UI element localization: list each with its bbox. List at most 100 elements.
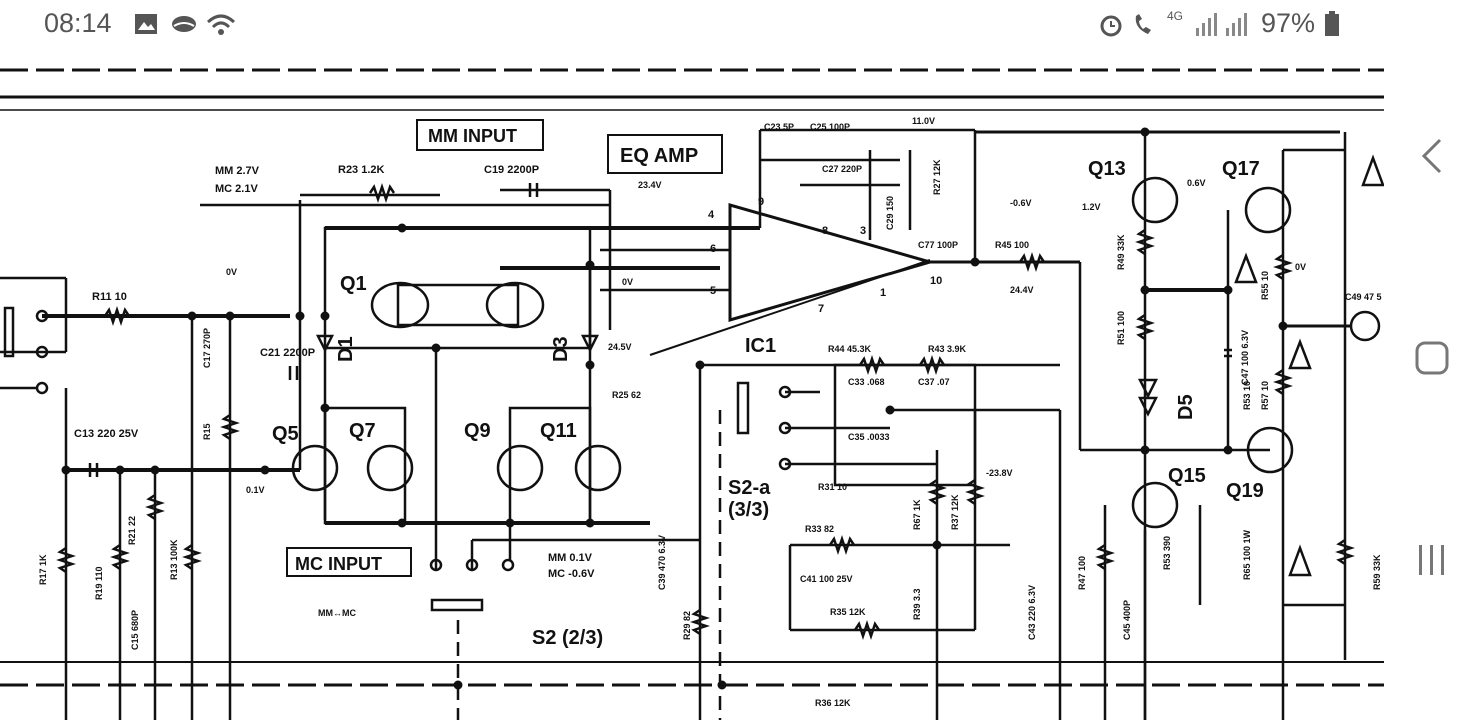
s2-label: S2 (2/3): [532, 627, 603, 649]
component-label: R17 1K: [38, 554, 48, 585]
schematic-drawing: MM INPUT EQ AMP MC INPUT Q1 Q5 Q7 Q9 Q11…: [0, 68, 1384, 720]
voltage-label: 24.4V: [1010, 285, 1034, 295]
ic1-pin-3: 3: [860, 225, 866, 237]
q7-label: Q7: [349, 420, 376, 442]
component-label: R47 100: [1077, 556, 1087, 590]
component-label: C35 .0033: [848, 432, 890, 442]
q19-label: Q19: [1226, 480, 1264, 502]
component-label: C17 270P: [202, 328, 212, 368]
ic1-pin-1: 1: [880, 287, 886, 299]
voltage-label: 1.2V: [1082, 202, 1101, 212]
image-icon: [134, 13, 158, 40]
mm-voltage-note: MM 2.7V: [215, 165, 260, 177]
q9-label: Q9: [464, 420, 491, 442]
component-label: C29 150: [885, 196, 895, 230]
navigation-bar: [1384, 0, 1480, 720]
component-label: R57 10: [1260, 381, 1270, 410]
component-label: R27 12K: [932, 159, 942, 195]
mc-voltage-note: MC 2.1V: [215, 183, 258, 195]
mm-mc-note: MM↔MC: [318, 608, 356, 618]
network-type: 4G: [1167, 9, 1184, 23]
status-time: 08:14: [44, 8, 112, 38]
component-label: C41 100 25V: [800, 574, 853, 584]
component-label: C49 47 5: [1345, 292, 1382, 302]
component-label: R65 100 1W: [1242, 529, 1252, 580]
q15-label: Q15: [1168, 465, 1206, 487]
recents-icon: [1419, 545, 1444, 575]
component-label: R15: [202, 423, 212, 440]
wifi-icon: [206, 12, 236, 43]
battery-icon: [1324, 11, 1340, 42]
component-label: C15 680P: [130, 610, 140, 650]
ic1-pin-6: 6: [710, 243, 716, 255]
component-label: C39 470 6.3V: [657, 535, 667, 590]
component-label: R39 3.3: [912, 588, 922, 620]
d3-label: D3: [550, 336, 572, 362]
s2a-label: S2-a: [728, 477, 771, 499]
ic1-pin-10: 10: [930, 275, 942, 287]
component-label: R13 100K: [169, 539, 179, 580]
component-label: R53 390: [1162, 536, 1172, 570]
ic1-pin-7: 7: [818, 303, 824, 315]
component-label: R11 10: [92, 291, 127, 303]
q17-label: Q17: [1222, 158, 1260, 180]
ic1-pin-5: 5: [710, 285, 716, 297]
mc-input-label: MC INPUT: [295, 554, 382, 574]
component-label: R55 10: [1260, 271, 1270, 300]
component-label: C47 100 6.3V: [1240, 330, 1250, 385]
component-label: R43 3.9K: [928, 344, 967, 354]
back-icon: [1421, 138, 1442, 174]
voltage-label: -0.6V: [1010, 198, 1032, 208]
mm-voltage-note-b: MM 0.1V: [548, 552, 593, 564]
voltage-label: 0.1V: [246, 485, 265, 495]
component-label: R35 12K: [830, 607, 866, 617]
component-label: C45 400P: [1122, 600, 1132, 640]
back-button[interactable]: [1402, 126, 1462, 186]
component-label: R59 33K: [1372, 554, 1382, 590]
ic1-pin-9: 9: [758, 196, 764, 208]
schematic-image[interactable]: MM INPUT EQ AMP MC INPUT Q1 Q5 Q7 Q9 Q11…: [0, 50, 1384, 720]
component-label: C21 2200P: [260, 347, 315, 359]
component-label: C77 100P: [918, 240, 958, 250]
eq-amp-label: EQ AMP: [620, 145, 698, 167]
component-label: R29 82: [682, 611, 692, 640]
component-label: C13 220 25V: [74, 428, 139, 440]
component-label: R21 22: [127, 516, 137, 545]
voltage-label: 0V: [622, 277, 633, 287]
component-label: R23 1.2K: [338, 164, 385, 176]
ic1-label: IC1: [745, 335, 776, 357]
component-label: C27 220P: [822, 164, 862, 174]
component-label: R44 45.3K: [828, 344, 872, 354]
status-bar: 08:14 4G 97%: [0, 0, 1384, 50]
q11-label: Q11: [540, 420, 577, 442]
component-label: R45 100: [995, 240, 1029, 250]
voltage-label: 11.0V: [912, 116, 935, 126]
component-label: C37 .07: [918, 377, 950, 387]
mc-voltage-note-b: MC -0.6V: [548, 568, 595, 580]
component-label: R49 33K: [1116, 234, 1126, 270]
voltage-label: 0.6V: [1187, 178, 1206, 188]
component-label: R53 10: [1242, 381, 1252, 410]
s2a-part-label: (3/3): [728, 499, 769, 521]
component-label: C25 100P: [810, 122, 850, 132]
component-label: C19 2200P: [484, 164, 539, 176]
component-label: R25 62: [612, 390, 641, 400]
d5-label: D5: [1175, 394, 1197, 420]
component-label: R51 100: [1116, 311, 1126, 345]
component-label: R36 12K: [815, 698, 851, 708]
q5-label: Q5: [272, 423, 299, 445]
recents-button[interactable]: [1402, 530, 1462, 590]
voltage-label: 0V: [226, 267, 237, 277]
voltage-label: 0V: [1295, 262, 1306, 272]
component-label: C23 5P: [764, 122, 794, 132]
home-button[interactable]: [1402, 328, 1462, 388]
cloud-icon: [170, 12, 198, 41]
ic1-pin-4: 4: [708, 209, 715, 221]
home-icon: [1415, 341, 1449, 375]
ic1-pin-8: 8: [822, 225, 828, 237]
battery-percent: 97%: [1261, 8, 1316, 38]
wifi-call-icon: [1131, 12, 1161, 43]
component-label: R33 82: [805, 524, 834, 534]
q13-label: Q13: [1088, 158, 1126, 180]
voltage-label: 23.4V: [638, 180, 662, 190]
